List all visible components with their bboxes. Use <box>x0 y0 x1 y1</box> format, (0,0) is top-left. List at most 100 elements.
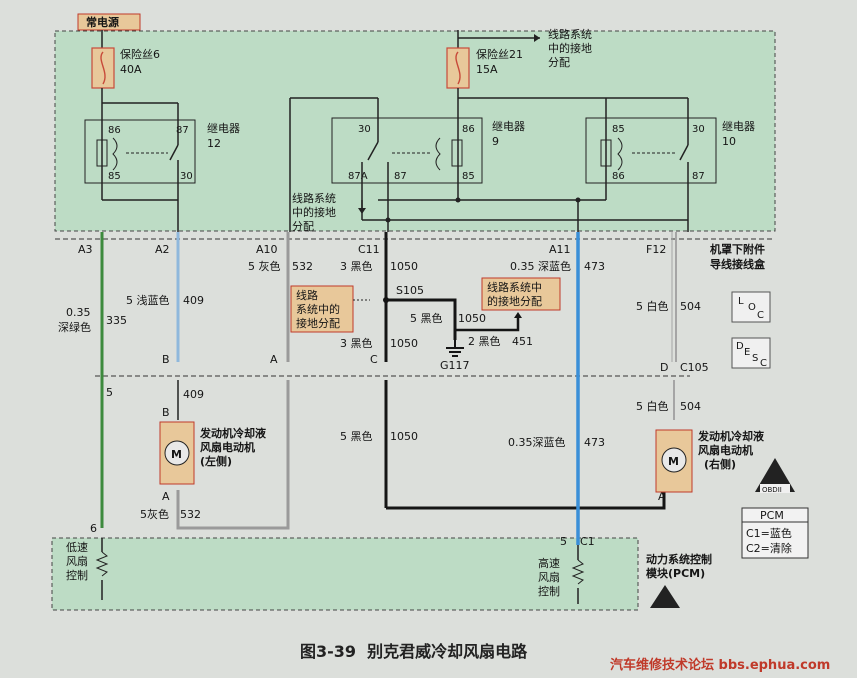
svg-text:D: D <box>660 361 668 374</box>
svg-text:风扇电动机: 风扇电动机 <box>200 440 255 454</box>
svg-text:PCM: PCM <box>760 509 784 522</box>
high-speed-resistor <box>571 559 585 585</box>
svg-text:C2=清除: C2=清除 <box>746 541 792 555</box>
svg-text:接地分配: 接地分配 <box>296 317 340 330</box>
svg-text:5 黑色: 5 黑色 <box>340 429 373 443</box>
svg-text:中的接地: 中的接地 <box>292 205 336 219</box>
pcm-box <box>51 537 639 611</box>
svg-text:1050: 1050 <box>390 430 418 443</box>
svg-text:线路系统中: 线路系统中 <box>487 280 542 294</box>
svg-text:中的接地: 中的接地 <box>548 41 592 55</box>
fuse6-name: 保险丝6 <box>120 47 160 61</box>
svg-text:C1=蓝色: C1=蓝色 <box>746 526 792 540</box>
svg-text:5: 5 <box>106 386 113 399</box>
svg-text:A10: A10 <box>256 243 278 256</box>
svg-text:M: M <box>668 455 679 468</box>
relay12-box <box>84 119 196 184</box>
svg-text:深绿色: 深绿色 <box>58 320 91 334</box>
svg-text:C: C <box>370 353 378 366</box>
svg-text:C105: C105 <box>680 361 709 374</box>
svg-text:85: 85 <box>612 124 625 135</box>
svg-text:发动机冷却液: 发动机冷却液 <box>199 426 267 440</box>
svg-text:6: 6 <box>90 522 97 535</box>
svg-text:C11: C11 <box>358 243 380 256</box>
ground-g117: G117 <box>440 359 470 372</box>
svg-text:504: 504 <box>680 400 701 413</box>
svg-text:C1: C1 <box>580 535 595 548</box>
wire-1050-lower <box>386 490 666 510</box>
svg-text:532: 532 <box>180 508 201 521</box>
svg-text:的接地分配: 的接地分配 <box>487 294 542 308</box>
svg-text:5 灰色: 5 灰色 <box>248 259 281 273</box>
svg-text:1050: 1050 <box>458 312 486 325</box>
svg-text:E: E <box>744 347 750 358</box>
wire-532-lower <box>176 380 290 530</box>
watermark: 汽车维修技术论坛 bbs.ephua.com <box>610 658 831 673</box>
svg-text:86: 86 <box>462 124 475 135</box>
svg-text:(右侧): (右侧) <box>704 457 736 471</box>
svg-text:线路: 线路 <box>296 288 318 302</box>
svg-text:A: A <box>162 490 170 503</box>
svg-text:3 黑色: 3 黑色 <box>340 336 373 350</box>
svg-text:86: 86 <box>108 125 121 136</box>
svg-text:O: O <box>748 302 756 313</box>
svg-text:5 白色: 5 白色 <box>636 299 669 313</box>
loc-icon <box>731 291 771 323</box>
svg-text:0.35: 0.35 <box>66 306 91 319</box>
svg-text:系统中的: 系统中的 <box>296 302 340 316</box>
relay9-coil <box>451 139 463 167</box>
svg-text:分配: 分配 <box>548 56 570 69</box>
svg-text:发动机冷却液: 发动机冷却液 <box>697 429 765 443</box>
svg-text:30: 30 <box>692 124 705 135</box>
svg-text:3 黑色: 3 黑色 <box>340 259 373 273</box>
svg-text:504: 504 <box>680 300 701 313</box>
svg-text:OBDII: OBDII <box>762 486 782 494</box>
svg-text:A: A <box>658 490 666 503</box>
svg-text:C: C <box>760 358 767 369</box>
svg-text:87: 87 <box>692 171 705 182</box>
power-source-box <box>77 13 141 31</box>
svg-text:87: 87 <box>176 125 189 136</box>
svg-text:30: 30 <box>358 124 371 135</box>
svg-text:线路系统: 线路系统 <box>548 27 592 41</box>
svg-text:473: 473 <box>584 260 605 273</box>
obd-warning-icon <box>755 458 795 492</box>
svg-text:动力系统控制: 动力系统控制 <box>646 552 712 566</box>
svg-text:F12: F12 <box>646 243 666 256</box>
svg-text:335: 335 <box>106 314 127 327</box>
caption-bar: 图3-39 别克君威冷却风扇电路 汽车维修技术论坛 bbs.ephua.com <box>0 630 857 678</box>
relay12-name: 继电器 <box>207 122 240 135</box>
power-source-label: 常电源 <box>86 15 119 29</box>
svg-text:A3: A3 <box>78 243 93 256</box>
svg-text:机罩下附件: 机罩下附件 <box>710 242 765 256</box>
svg-text:风扇: 风扇 <box>538 570 560 584</box>
svg-text:5 白色: 5 白色 <box>636 399 669 413</box>
svg-text:控制: 控制 <box>66 568 88 582</box>
svg-text:风扇电动机: 风扇电动机 <box>698 443 753 457</box>
svg-text:5 黑色: 5 黑色 <box>410 311 443 325</box>
svg-text:2 黑色: 2 黑色 <box>468 334 501 348</box>
fuse21-name: 保险丝21 <box>476 47 523 61</box>
ground-box-right <box>481 277 561 311</box>
svg-text:0.35深蓝色: 0.35深蓝色 <box>508 435 566 449</box>
fuse-relay-box <box>54 30 776 232</box>
svg-text:高速: 高速 <box>538 556 560 570</box>
ground-box-left <box>290 285 354 333</box>
svg-text:A: A <box>270 353 278 366</box>
svg-text:409: 409 <box>183 388 204 401</box>
svg-text:5灰色: 5灰色 <box>140 507 169 521</box>
svg-text:473: 473 <box>584 436 605 449</box>
svg-text:A11: A11 <box>549 243 571 256</box>
motor-left-symbol <box>164 440 190 466</box>
svg-text:85: 85 <box>462 171 475 182</box>
svg-text:S: S <box>752 353 758 364</box>
svg-text:L: L <box>738 296 744 307</box>
svg-text:30: 30 <box>180 171 193 182</box>
svg-text:D: D <box>736 341 744 352</box>
svg-text:(左侧): (左侧) <box>200 454 232 468</box>
relay10-name: 继电器 <box>722 120 755 133</box>
svg-text:控制: 控制 <box>538 584 560 598</box>
svg-text:86: 86 <box>612 171 625 182</box>
fuse6-rating: 40A <box>120 63 142 76</box>
relay10-coil <box>600 139 612 167</box>
